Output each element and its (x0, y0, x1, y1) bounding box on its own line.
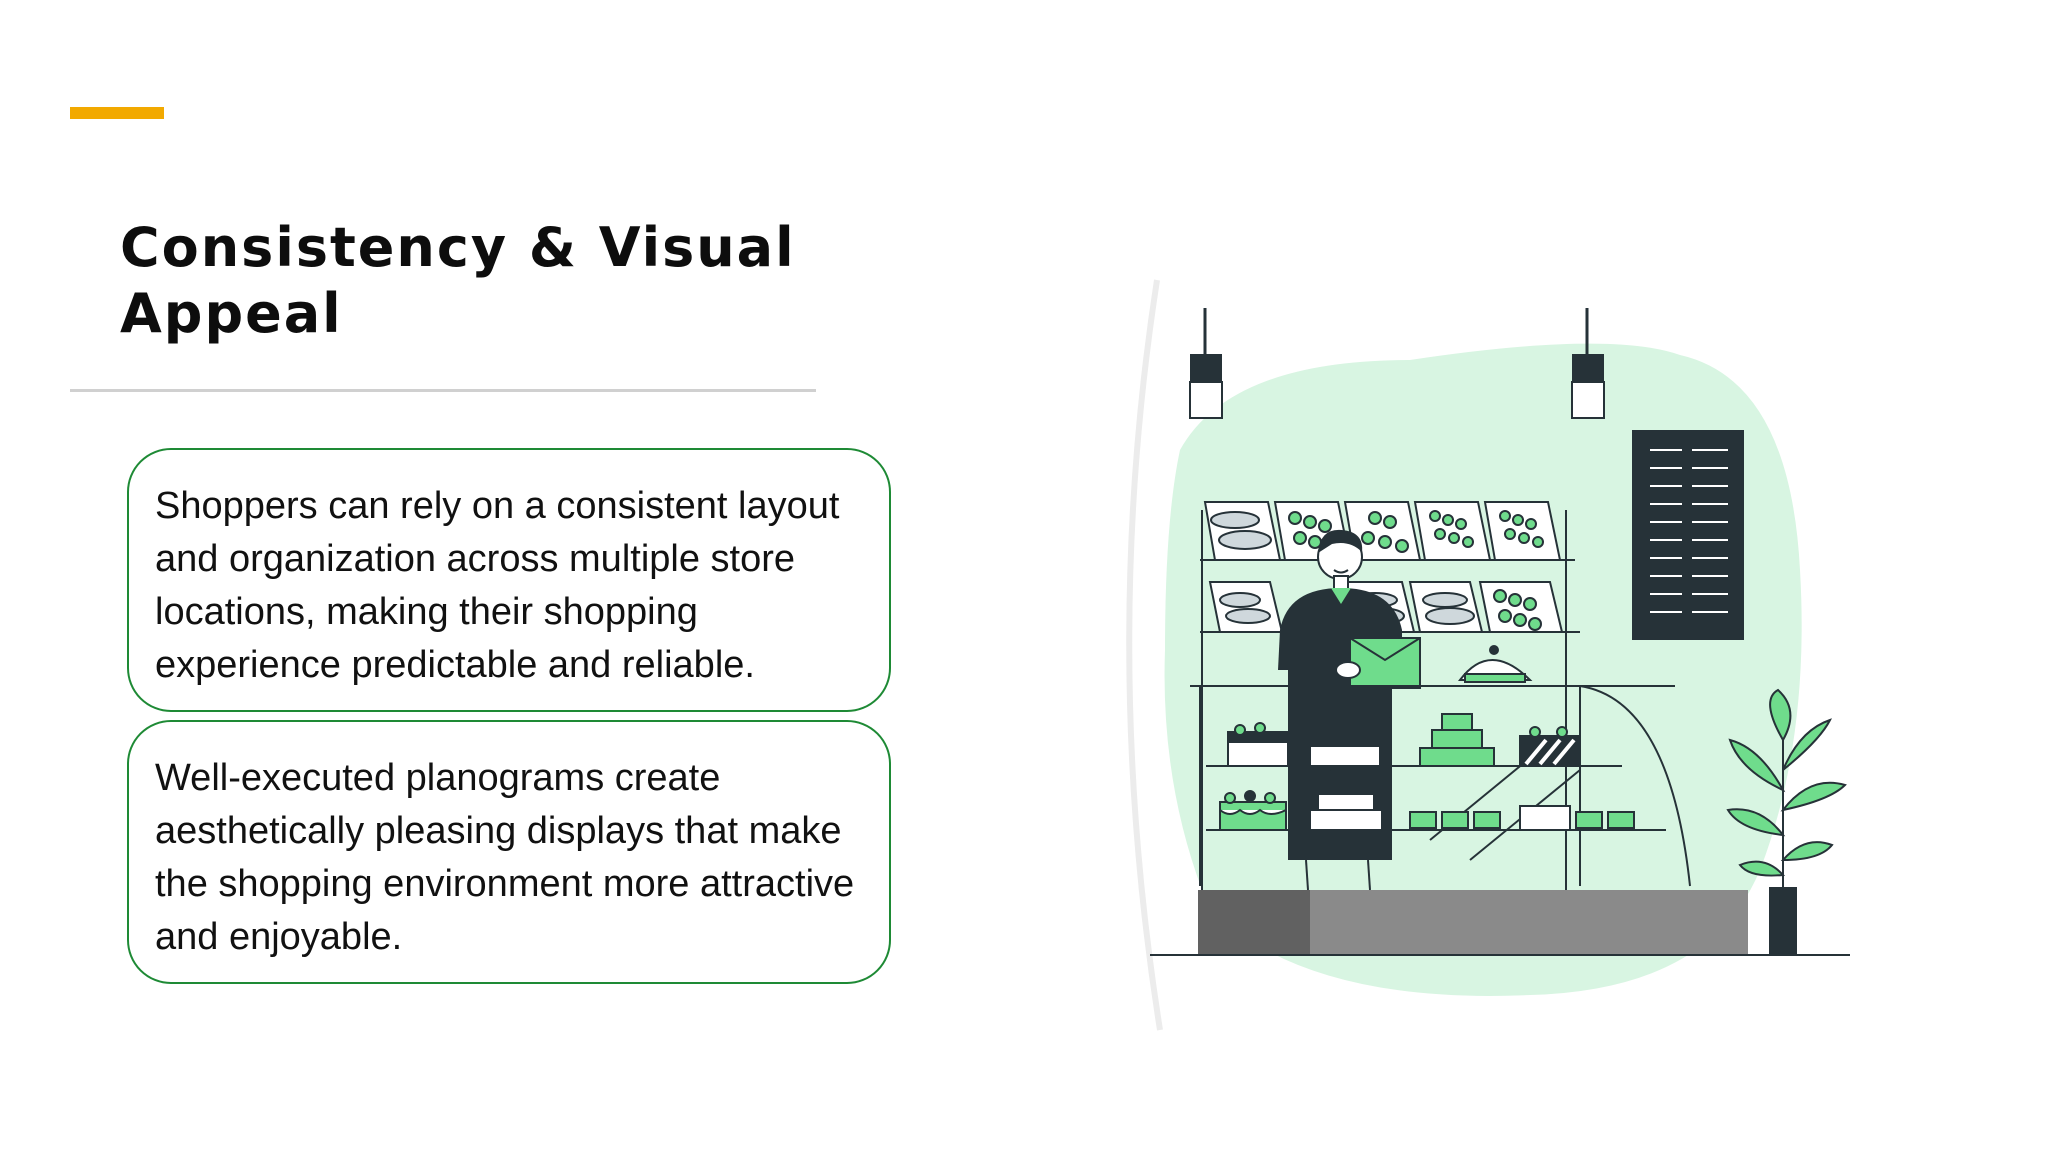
pastry-trays-top (1203, 501, 1562, 561)
store-clerk-illustration (1126, 279, 1850, 1031)
potted-plant-icon (1726, 688, 1847, 955)
card-text: Shoppers can rely on a consistent layout… (155, 485, 840, 686)
counter-base (1150, 890, 1850, 956)
cakes-row-2 (1219, 790, 1635, 831)
title-divider (70, 389, 816, 392)
cake-box-icon (1335, 637, 1421, 689)
cakes-row-1 (1227, 713, 1581, 767)
menu-board-icon (1632, 430, 1744, 640)
pendant-lamp-left-icon (1189, 308, 1223, 419)
pendant-lamp-right-icon (1571, 308, 1605, 419)
accent-bar (70, 107, 164, 119)
card-text: Well-executed planograms create aestheti… (155, 757, 855, 958)
slide-title: Consistency & Visual Appeal (120, 216, 796, 345)
info-card-consistency: Shoppers can rely on a consistent layout… (127, 448, 891, 712)
info-card-visual-appeal: Well-executed planograms create aestheti… (127, 720, 891, 984)
cake-dome-icon (1457, 645, 1533, 683)
